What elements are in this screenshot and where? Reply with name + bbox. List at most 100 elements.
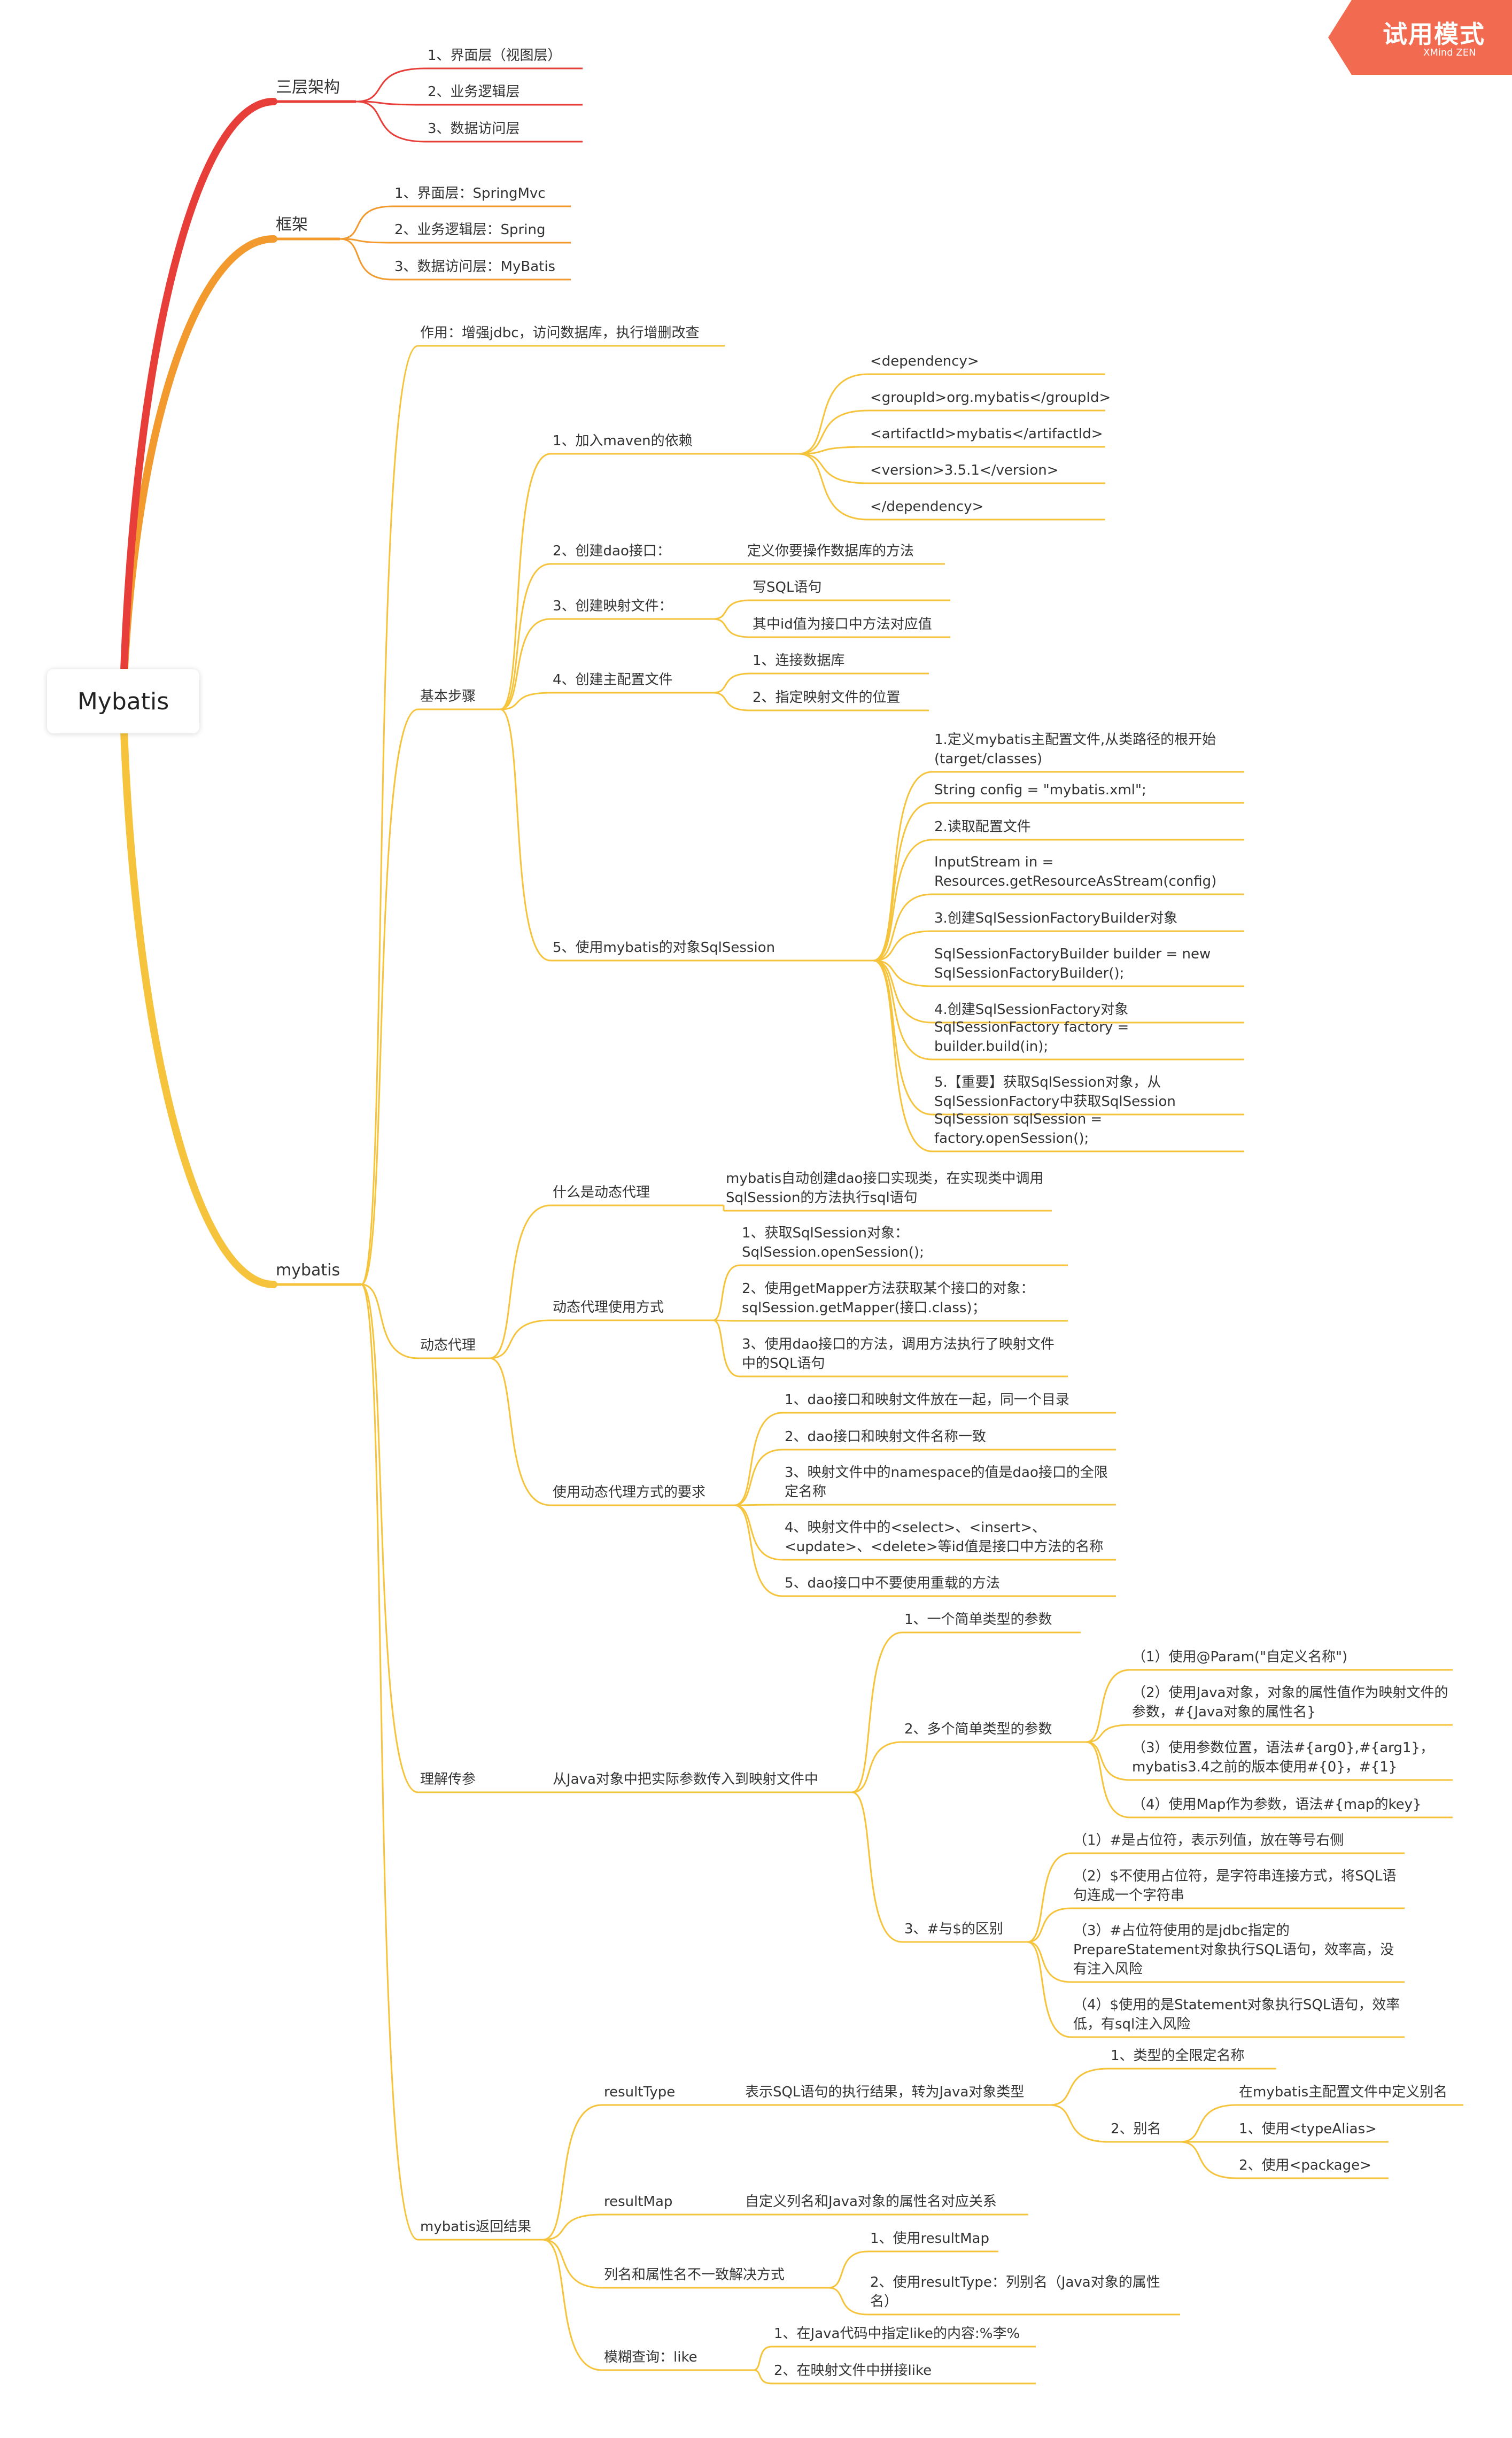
trial-mode-badge[interactable]: 试用模式 XMind ZEN xyxy=(1328,0,1512,75)
edge-topic-mybatis-purpose xyxy=(360,345,418,1286)
session-item-10[interactable]: SqlSession sqlSession = factory.openSess… xyxy=(934,1111,1103,1147)
param-diff[interactable]: 3、#与$的区别 xyxy=(904,1921,1003,1937)
steps[interactable]: 基本步骤 xyxy=(420,688,476,705)
session[interactable]: 5、使用mybatis的对象SqlSession xyxy=(553,940,776,956)
usage-item-3[interactable]: 3、使用dao接口的方法，调用方法执行了映射文件中的SQL语句 xyxy=(742,1336,1054,1372)
layers-item-1[interactable]: 1、界面层（视图层） xyxy=(428,48,562,64)
rtype[interactable]: resultType xyxy=(604,2084,676,2100)
config-item-2[interactable]: 2、指定映射文件的位置 xyxy=(753,690,901,706)
session-item-2[interactable]: String config = "mybatis.xml"; xyxy=(934,782,1146,798)
session-item-9[interactable]: 5.【重要】获取SqlSession对象，从SqlSessionFactory中… xyxy=(934,1074,1176,1110)
proxy-what[interactable]: 什么是动态代理 xyxy=(553,1185,650,1201)
diff-item-3[interactable]: （3）#占位符使用的是jdbc指定的PrepareStatement对象执行SQ… xyxy=(1073,1923,1394,1977)
layers-item-2[interactable]: 2、业务逻辑层 xyxy=(428,84,520,100)
maven-item-5[interactable]: </dependency> xyxy=(870,499,984,515)
topic-layers[interactable]: 三层架构 xyxy=(276,78,340,97)
framework-item-2[interactable]: 2、业务逻辑层：Spring xyxy=(394,222,546,238)
rmap[interactable]: resultMap xyxy=(604,2194,673,2210)
like-item-2[interactable]: 2、在映射文件中拼接like xyxy=(774,2363,932,2379)
diff-item-4[interactable]: （4）$使用的是Statement对象执行SQL语句，效率低，有sql注入风险 xyxy=(1073,1997,1400,2032)
param-one[interactable]: 1、一个简单类型的参数 xyxy=(904,1612,1052,1628)
session-item-1[interactable]: 1.定义mybatis主配置文件,从类路径的根开始(target/classes… xyxy=(934,732,1216,767)
session-item-4[interactable]: InputStream in = Resources.getResourceAs… xyxy=(934,854,1217,889)
proxy[interactable]: 动态代理 xyxy=(420,1337,476,1353)
usage-item-1[interactable]: 1、获取SqlSession对象：SqlSession.openSession(… xyxy=(742,1225,924,1260)
maven[interactable]: 1、加入maven的依赖 xyxy=(553,433,693,449)
edge-proxy-usage-usage-item-3 xyxy=(712,1319,740,1377)
req-item-5[interactable]: 5、dao接口中不要使用重载的方法 xyxy=(785,1575,1000,1591)
config[interactable]: 4、创建主配置文件 xyxy=(553,672,673,688)
dao[interactable]: 2、创建dao接口： xyxy=(553,543,671,559)
config-item-1[interactable]: 1、连接数据库 xyxy=(753,653,845,669)
session-item-3[interactable]: 2.读取配置文件 xyxy=(934,819,1031,835)
mapper-item-2[interactable]: 其中id值为接口中方法对应值 xyxy=(753,616,932,632)
proxy-usage[interactable]: 动态代理使用方式 xyxy=(553,1299,664,1315)
rtype-full[interactable]: 1、类型的全限定名称 xyxy=(1111,2048,1245,2064)
rmap-desc[interactable]: 自定义列名和Java对象的属性名对应关系 xyxy=(745,2194,997,2210)
topic-framework[interactable]: 框架 xyxy=(276,215,308,234)
mismatch-item-1[interactable]: 1、使用resultMap xyxy=(870,2231,989,2247)
rtype-alias[interactable]: 2、别名 xyxy=(1111,2121,1161,2137)
edge-steps-mapper xyxy=(500,618,551,710)
multi-item-1[interactable]: （1）使用@Param("自定义名称") xyxy=(1132,1649,1348,1665)
proxy-req[interactable]: 使用动态代理方式的要求 xyxy=(553,1484,706,1500)
badge-title: 试用模式 xyxy=(1383,20,1485,49)
framework-item-3[interactable]: 3、数据访问层：MyBatis xyxy=(394,259,556,275)
mismatch[interactable]: 列名和属性名不一致解决方式 xyxy=(604,2267,785,2283)
layers-item-3[interactable]: 3、数据访问层 xyxy=(428,121,520,137)
req-item-3[interactable]: 3、映射文件中的namespace的值是dao接口的全限定名称 xyxy=(785,1465,1108,1500)
mismatch-item-2[interactable]: 2、使用resultType：列别名（Java对象的属性名） xyxy=(870,2274,1160,2310)
edge-maven-maven-item-4 xyxy=(798,453,869,484)
param[interactable]: 理解传参 xyxy=(420,1771,476,1787)
session-item-7[interactable]: 4.创建SqlSessionFactory对象 xyxy=(934,1002,1129,1018)
topic-mybatis[interactable]: mybatis xyxy=(276,1261,340,1280)
multi-item-3[interactable]: （3）使用参数位置，语法#{arg0},#{arg1}，mybatis3.4之前… xyxy=(1132,1740,1434,1775)
edge-maven-maven-item-5 xyxy=(798,453,869,521)
edge-topic-framework-framework-item-2 xyxy=(339,238,393,244)
edge-proxy-req-req-item-2 xyxy=(734,1449,783,1506)
dao-item[interactable]: 定义你要操作数据库的方法 xyxy=(747,543,914,559)
maven-item-2[interactable]: <groupId>org.mybatis</groupId> xyxy=(870,390,1111,406)
edge-proxy-req-req-item-4 xyxy=(734,1504,783,1561)
param-multi[interactable]: 2、多个简单类型的参数 xyxy=(904,1721,1052,1737)
alias-item-1[interactable]: 1、使用<typeAlias> xyxy=(1239,2121,1377,2137)
usage-item-2[interactable]: 2、使用getMapper方法获取某个接口的对象：sqlSession.getM… xyxy=(742,1281,1035,1316)
branch-root-topic-mybatis xyxy=(119,698,277,1288)
edge-param-diff-diff-item-2 xyxy=(1027,1907,1072,1943)
multi-item-2[interactable]: （2）使用Java对象，对象的属性值作为映射文件的参数，#{Java对象的属性名… xyxy=(1132,1685,1448,1720)
rtype-desc[interactable]: 表示SQL语句的执行结果，转为Java对象类型 xyxy=(745,2084,1025,2100)
req-item-2[interactable]: 2、dao接口和映射文件名称一致 xyxy=(785,1429,986,1445)
edge-param-multi-multi-item-3 xyxy=(1085,1741,1130,1781)
session-item-5[interactable]: 3.创建SqlSessionFactoryBuilder对象 xyxy=(934,910,1178,926)
edge-param-sub-param-one xyxy=(851,1631,903,1793)
mapper-item-1[interactable]: 写SQL语句 xyxy=(753,579,822,595)
like[interactable]: 模糊查询：like xyxy=(604,2349,697,2365)
result[interactable]: mybatis返回结果 xyxy=(420,2219,532,2235)
edge-result-rtype xyxy=(542,2104,602,2241)
alias-item-2[interactable]: 2、使用<package> xyxy=(1239,2157,1371,2173)
edge-mapper-mapper-item-1 xyxy=(712,599,751,620)
edge-param-multi-multi-item-1 xyxy=(1085,1669,1130,1743)
diff-item-1[interactable]: （1）#是占位符，表示列值，放在等号右侧 xyxy=(1073,1832,1344,1848)
maven-item-1[interactable]: <dependency> xyxy=(870,353,979,369)
edge-session-session-item-8 xyxy=(873,959,933,1061)
edge-rtype-desc-rtype-alias xyxy=(1049,2104,1109,2143)
proxy-what-item[interactable]: mybatis自动创建dao接口实现类，在实现类中调用SqlSession的方法… xyxy=(726,1171,1044,1206)
badge-shape xyxy=(1328,0,1512,75)
alias-desc[interactable]: 在mybatis主配置文件中定义别名 xyxy=(1239,2084,1448,2100)
multi-item-4[interactable]: （4）使用Map作为参数，语法#{map的key} xyxy=(1132,1797,1422,1813)
maven-item-3[interactable]: <artifactId>mybatis</artifactId> xyxy=(870,426,1103,442)
root-topic[interactable]: Mybatis xyxy=(47,669,199,733)
session-item-8[interactable]: SqlSessionFactory factory = builder.buil… xyxy=(934,1019,1129,1055)
like-item-1[interactable]: 1、在Java代码中指定like的内容:%李% xyxy=(774,2326,1020,2342)
param-sub[interactable]: 从Java对象中把实际参数传入到映射文件中 xyxy=(553,1771,818,1787)
maven-item-4[interactable]: <version>3.5.1</version> xyxy=(870,462,1059,478)
edge-like-like-item-2 xyxy=(753,2369,772,2385)
mapper[interactable]: 3、创建映射文件： xyxy=(553,598,673,614)
diff-item-2[interactable]: （2）$不使用占位符，是字符串连接方式，将SQL语句连成一个字符串 xyxy=(1073,1868,1397,1903)
req-item-1[interactable]: 1、dao接口和映射文件放在一起，同一个目录 xyxy=(785,1392,1069,1408)
framework-item-1[interactable]: 1、界面层：SpringMvc xyxy=(394,185,546,202)
req-item-4[interactable]: 4、映射文件中的<select>、<insert>、<update>、<dele… xyxy=(785,1520,1104,1555)
purpose[interactable]: 作用：增强jdbc，访问数据库，执行增删改查 xyxy=(420,325,700,341)
session-item-6[interactable]: SqlSessionFactoryBuilder builder = new S… xyxy=(934,946,1211,981)
